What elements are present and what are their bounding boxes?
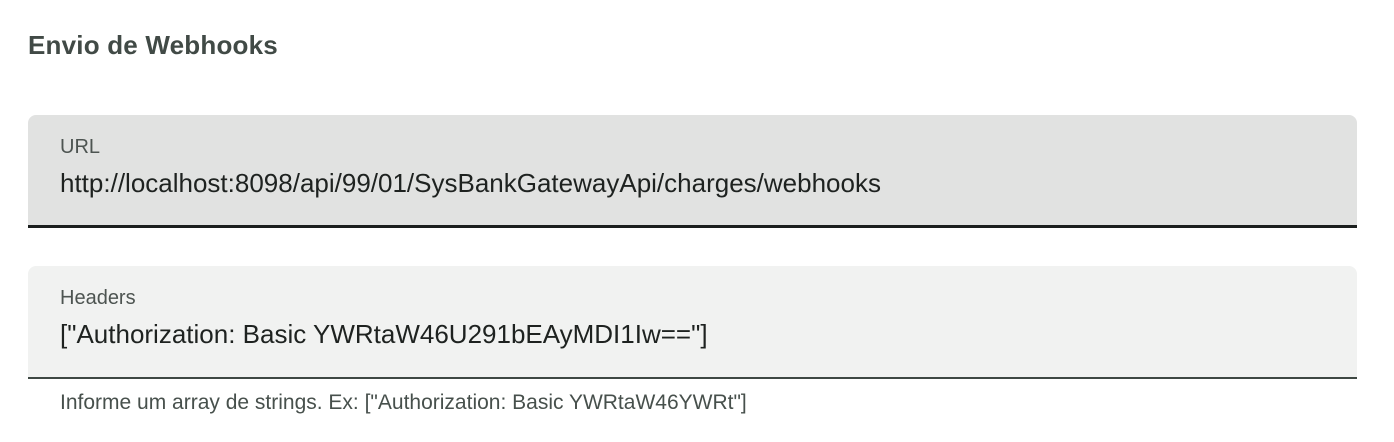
url-input[interactable] <box>60 168 1325 200</box>
url-field-label: URL <box>60 136 101 159</box>
headers-helper-text: Informe um array de strings. Ex: ["Autho… <box>60 391 747 415</box>
headers-field[interactable]: Headers <box>28 266 1357 380</box>
headers-field-label: Headers <box>60 287 136 310</box>
url-field[interactable]: URL <box>28 115 1357 229</box>
page-title: Envio de Webhooks <box>28 30 278 60</box>
headers-input[interactable] <box>60 319 1325 351</box>
